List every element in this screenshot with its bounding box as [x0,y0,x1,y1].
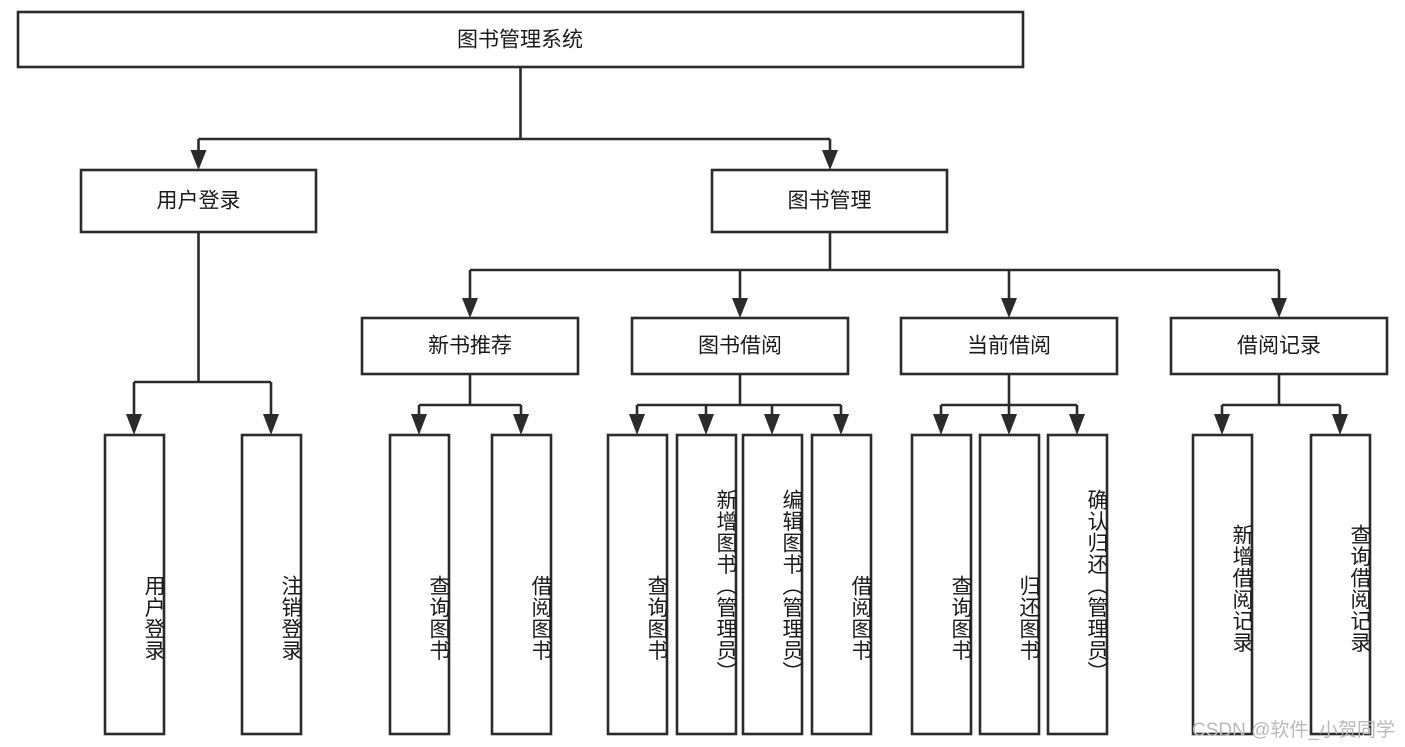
leaf-box-user-login[interactable] [103,433,166,736]
node-book-management-label: 图书管理 [788,190,872,213]
node-new-book-recommend[interactable]: 新书推荐 [360,316,580,376]
connector-root-to-level2 [190,67,838,170]
connector-user-login-to-leaves [126,232,279,435]
node-user-login-label: 用户登录 [157,190,241,213]
arrow-head-icon [411,414,427,435]
node-root-box [16,10,1025,69]
leaf-box-query-borrow-record[interactable] [1309,433,1372,736]
node-book-borrow[interactable]: 图书借阅 [630,316,850,376]
node-borrow-record[interactable]: 借阅记录 [1169,316,1389,376]
arrow-head-icon [462,298,478,318]
leaf-box-query-book-3[interactable] [910,433,973,736]
leaf-box-confirm-return-admin[interactable] [1046,433,1109,736]
leaf-box-borrow-book-1[interactable] [490,433,553,736]
arrow-head-icon [126,414,142,435]
arrow-head-icon [833,414,849,435]
arrow-head-icon [263,414,279,435]
node-book-management[interactable]: 图书管理 [710,168,949,234]
leaf-boxes-borrow-record [1191,433,1372,736]
arrow-head-icon [513,414,529,435]
node-root-label: 图书管理系统 [457,29,583,52]
node-user-login[interactable]: 用户登录 [79,168,318,234]
arrow-head-icon [698,414,714,435]
node-current-borrow-label: 当前借阅 [967,335,1051,358]
arrow-head-icon [1332,414,1348,435]
leaf-box-add-book-admin[interactable] [675,433,738,736]
arrow-head-icon [190,150,207,170]
leaf-boxes-user-login [103,433,303,736]
node-current-borrow-box [899,316,1119,376]
leaf-box-return-book[interactable] [978,433,1041,736]
leaf-boxes-current-borrow [910,433,1109,736]
arrow-head-icon [1214,414,1230,435]
node-borrow-record-box [1169,316,1389,376]
connector-borrow-record-to-leaves [1214,374,1348,435]
arrow-head-icon [933,414,949,435]
arrow-head-icon [1001,414,1017,435]
leaf-box-query-book-1[interactable] [388,433,451,736]
node-borrow-record-label: 借阅记录 [1237,335,1321,358]
leaf-boxes-book-borrow [606,433,873,736]
connector-new-book-to-leaves [411,374,529,435]
leaf-box-add-borrow-record[interactable] [1191,433,1254,736]
leaf-box-logout[interactable] [240,433,303,736]
node-book-management-box [710,168,949,234]
node-book-borrow-box [630,316,850,376]
node-new-book-recommend-label: 新书推荐 [428,335,512,358]
node-book-borrow-label: 图书借阅 [698,335,782,358]
node-new-book-recommend-box [360,316,580,376]
connector-current-borrow-to-leaves [933,374,1085,435]
node-current-borrow[interactable]: 当前借阅 [899,316,1119,376]
arrow-head-icon [1001,298,1017,318]
arrow-head-icon [764,414,780,435]
arrow-head-icon [732,298,748,318]
node-root-book-management-system[interactable]: 图书管理系统 [16,10,1025,69]
connector-book-borrow-to-leaves [629,374,849,435]
leaf-box-borrow-book-2[interactable] [810,433,873,736]
arrow-head-icon [1271,298,1287,318]
arrow-head-icon [822,150,838,170]
arrow-head-icon [629,414,645,435]
leaf-box-edit-book-admin[interactable] [741,433,804,736]
leaf-box-query-book-2[interactable] [606,433,669,736]
arrow-head-icon [1069,414,1085,435]
connector-book-mgmt-to-level3 [462,232,1287,318]
leaf-boxes-new-book-recommend [388,433,553,736]
node-user-login-box [79,168,318,234]
watermark-text: CSDN @软件_小贺同学 [1192,720,1395,741]
